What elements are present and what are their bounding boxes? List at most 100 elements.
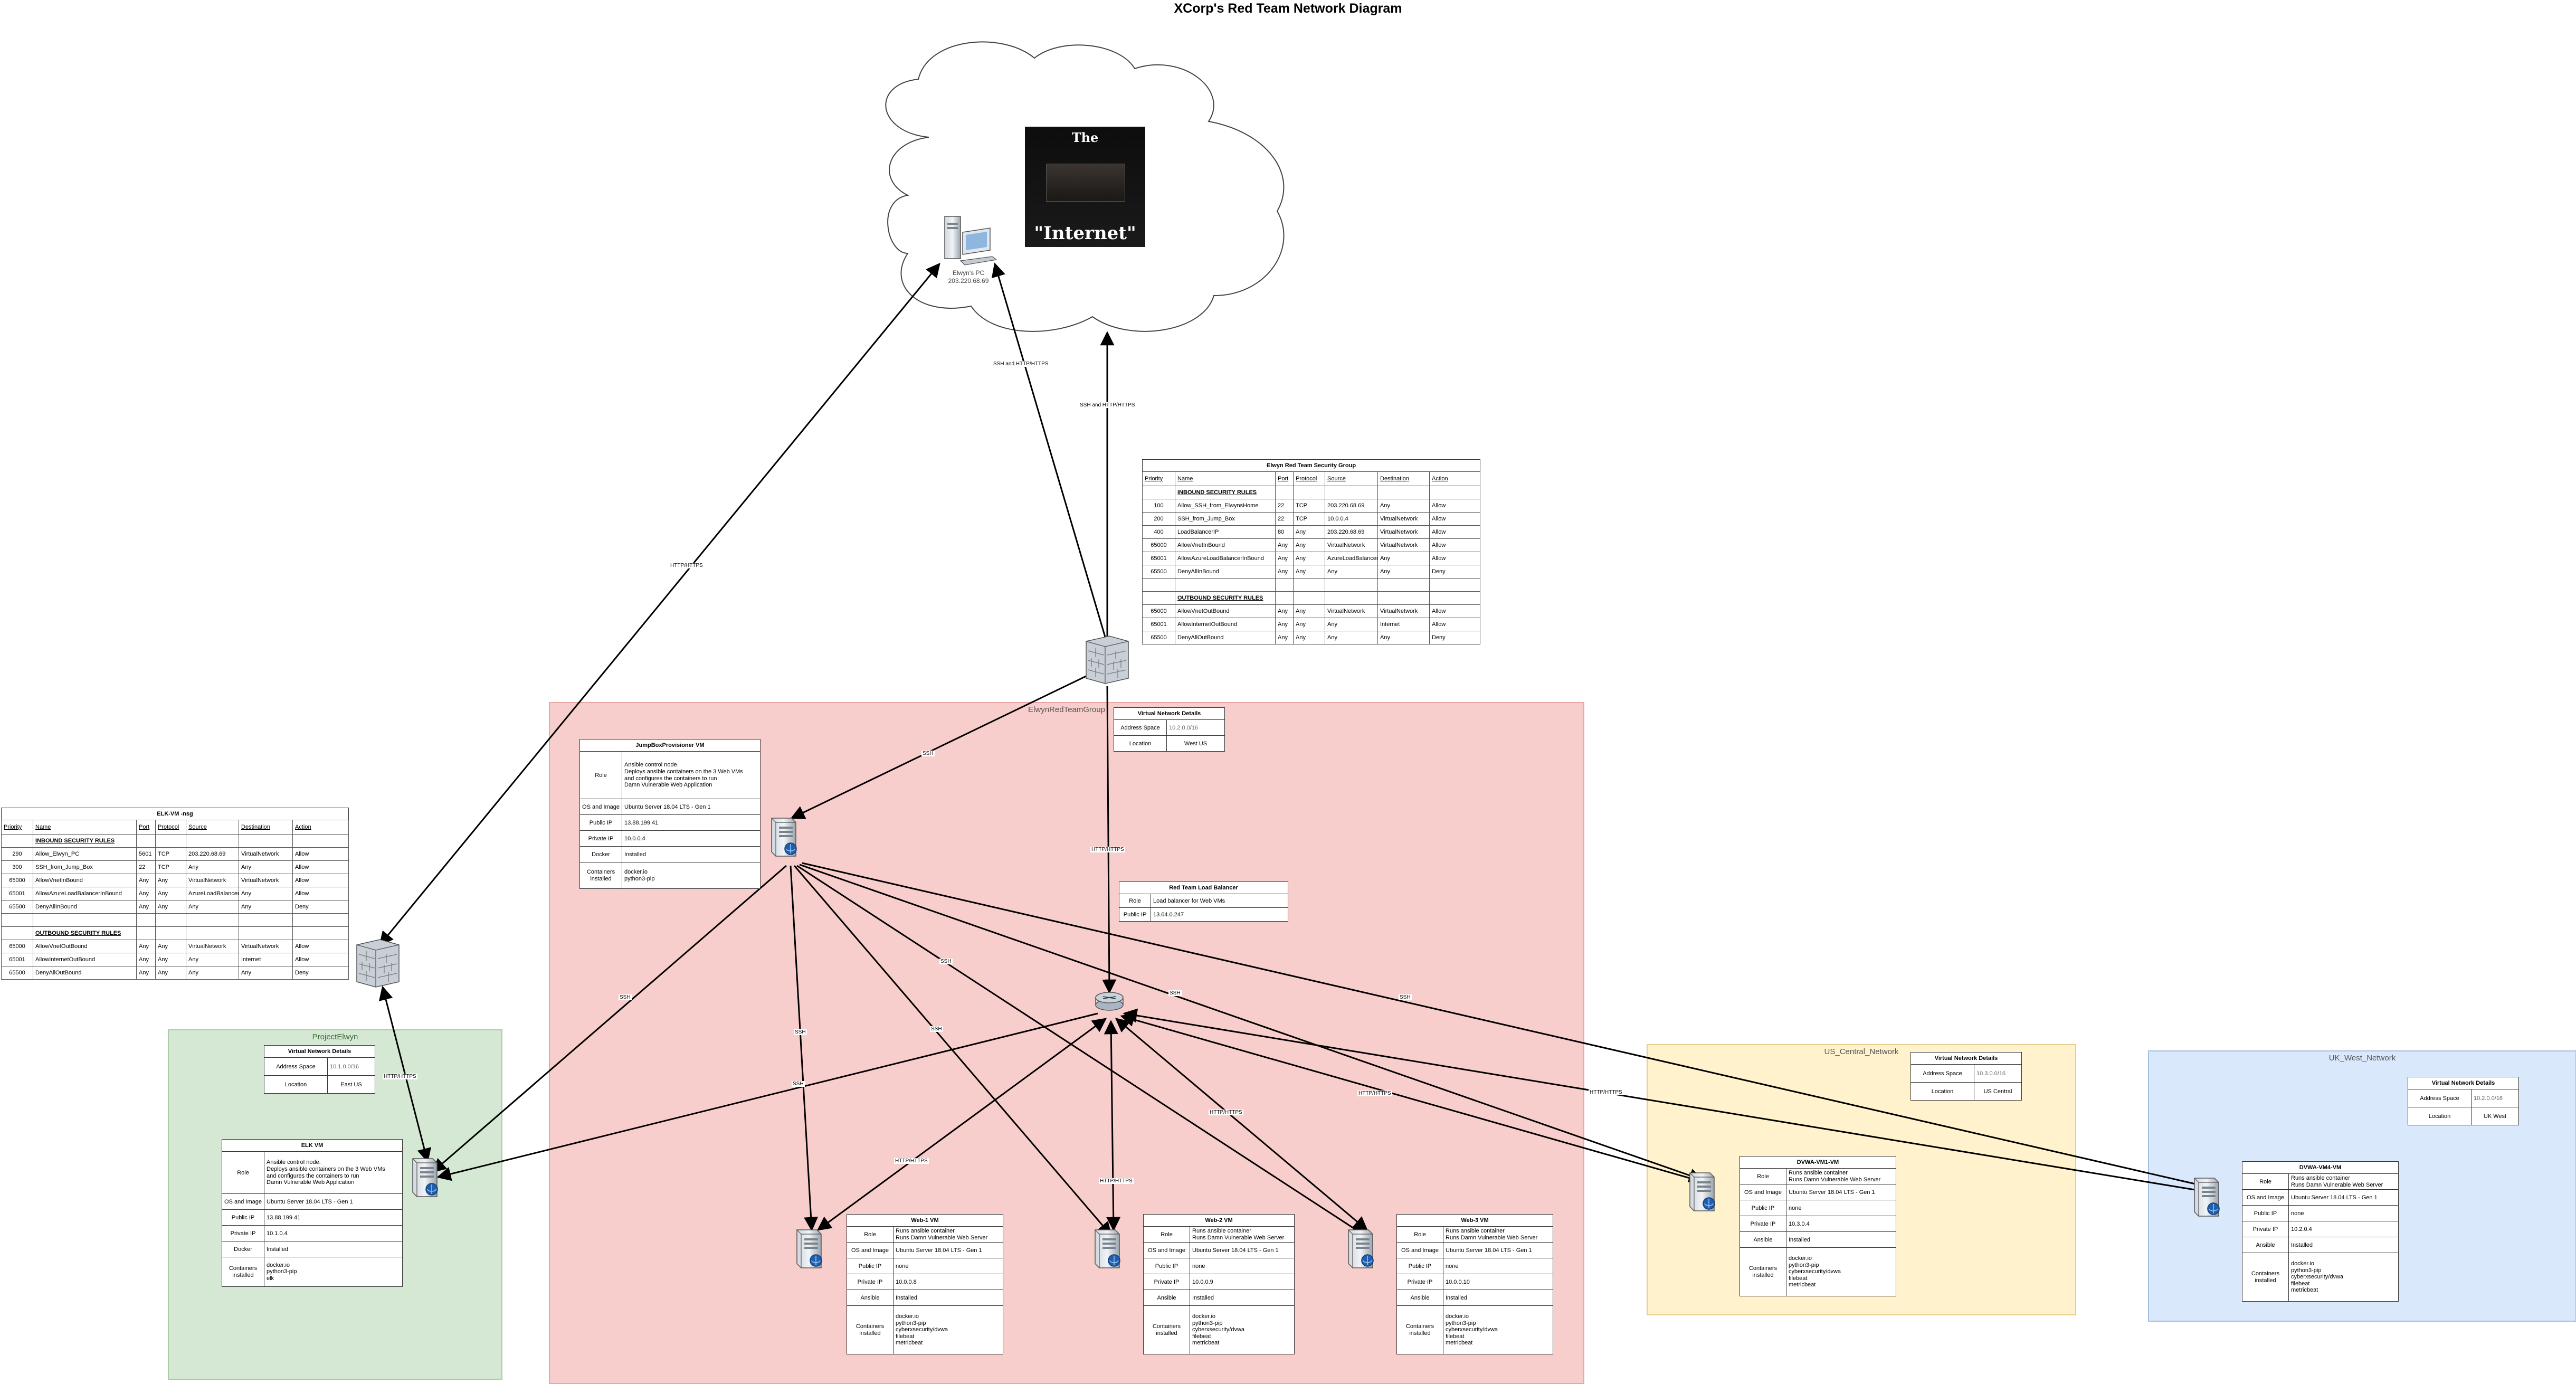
row-value: 10.0.0.9 [1190,1274,1295,1290]
cell: Any [239,966,293,980]
cell: VirtualNetwork [1377,604,1430,618]
row-label: Containers installed [847,1305,893,1354]
router-box-image [1046,164,1125,202]
header-cell: Destination [1377,471,1430,486]
cell: 65500 [1142,631,1175,644]
cell: Allow_Elwyn_PC [33,847,137,861]
location-label: Location [1114,735,1167,752]
address-space-value: 10.3.0.0/16 [1974,1064,2022,1083]
row-label: Ansible [847,1290,893,1306]
edge-label: SSH [930,1026,943,1032]
edge-jump-dvwa4 [802,862,2213,1192]
cell: Any [1293,604,1325,618]
cell: Any [1275,604,1294,618]
cell: Any [1377,565,1430,579]
header-cell: Priority [1142,471,1175,486]
edge-lb-web2 [1104,1020,1121,1231]
elwyn-security-group-table: Elwyn Red Team Security Group Priority N… [1142,459,1480,644]
edge-label: HTTP/HTTPS [1357,1091,1392,1096]
cell: 10.0.0.4 [1325,512,1378,526]
section-row: OUTBOUND SECURITY RULES [1,926,349,940]
header-cell: Action [292,820,349,835]
cell: 65001 [1142,552,1175,565]
cell: Allow [292,940,349,953]
edge-label: HTTP/HTTPS [1099,1178,1134,1184]
internet-image-top-text: The [1071,130,1099,145]
row-value: docker.io python3-pip cyberxsecurity/dvw… [2288,1253,2399,1302]
dvwa1-server-icon [1689,1172,1715,1211]
cell: VirtualNetwork [239,874,293,887]
cell: Allow [1429,618,1480,631]
header-cell: Source [1325,471,1378,486]
edge-jump-web1 [790,865,819,1231]
row-label: Private IP [1739,1216,1786,1232]
row-label: OS and Image [222,1193,264,1210]
row-value: Installed [264,1241,403,1257]
row-value: 10.0.0.8 [893,1274,1003,1290]
cell: 65500 [1,966,33,980]
cell: Any [239,900,293,914]
table-title: JumpBoxProvisioner VM [579,739,761,751]
header-cell: Action [1429,471,1480,486]
cell: DenyAllOutBound [1175,631,1276,644]
edge-fw-jump [790,675,1088,819]
cell: VirtualNetwork [1377,512,1430,526]
table-title: ELK-VM -nsg [1,808,349,820]
table-title: Web-2 VM [1143,1214,1295,1226]
cell: AzureLoadBalancer [1325,552,1378,565]
address-space-value: 10.2.0.0/16 [2471,1089,2519,1107]
cell: AllowAzureLoadBalancerInBound [1175,552,1276,565]
row-value: Ubuntu Server 18.04 LTS - Gen 1 [1786,1184,1896,1200]
row-value: none [1443,1258,1553,1274]
row-value: Ubuntu Server 18.04 LTS - Gen 1 [264,1193,403,1210]
row-value: Runs ansible container Runs Damn Vulnera… [893,1226,1003,1243]
row-value: Ubuntu Server 18.04 LTS - Gen 1 [893,1242,1003,1258]
section-row: INBOUND SECURITY RULES [1,834,349,848]
elk-nsg-table: ELK-VM -nsg Priority Name Port Protocol … [1,808,349,980]
row-label: Containers installed [1396,1305,1443,1354]
row-label: OS and Image [579,799,622,815]
header-cell: Name [33,820,137,835]
row-label: Role [1396,1226,1443,1243]
header-cell: Name [1175,471,1276,486]
edge-label: HTTP/HTTPS [1209,1110,1243,1115]
row-value: docker.io python3-pip cyberxsecurity/dvw… [1190,1305,1295,1354]
cell: 203.220.68.69 [1325,525,1378,539]
blank-row [1,913,349,927]
row-label: Docker [579,846,622,862]
cell: Any [1275,631,1294,644]
row-value: docker.io python3-pip cyberxsecurity/dvw… [893,1305,1003,1354]
row-label: Role [2242,1173,2289,1190]
cell: Allow [292,874,349,887]
section-label: OUTBOUND SECURITY RULES [33,926,137,940]
row-label: Private IP [847,1274,893,1290]
cell: TCP [1293,512,1325,526]
row-label: Private IP [579,830,622,847]
address-space-value: 10.2.0.0/16 [1166,719,1225,736]
row-value: Installed [1786,1231,1896,1248]
address-space-label: Address Space [2408,1089,2472,1107]
public-ip-label: Public IP [1119,907,1151,922]
cell: VirtualNetwork [186,940,239,953]
address-space-label: Address Space [1910,1064,1974,1083]
cell: AllowInternetOutBound [1175,618,1276,631]
cell: Any [1293,552,1325,565]
location-label: Location [2408,1107,2472,1125]
cell: Any [1275,552,1294,565]
edge-label: SSH [921,751,935,756]
row-value: Ubuntu Server 18.04 LTS - Gen 1 [1190,1242,1295,1258]
row-value: 10.0.0.10 [1443,1274,1553,1290]
firewall-icon [1086,636,1129,684]
cell: Any [1377,499,1430,513]
cell: AllowAzureLoadBalancerInBound [33,887,137,900]
elwyn-pc-icon [944,216,997,266]
cell: Allow [292,860,349,874]
